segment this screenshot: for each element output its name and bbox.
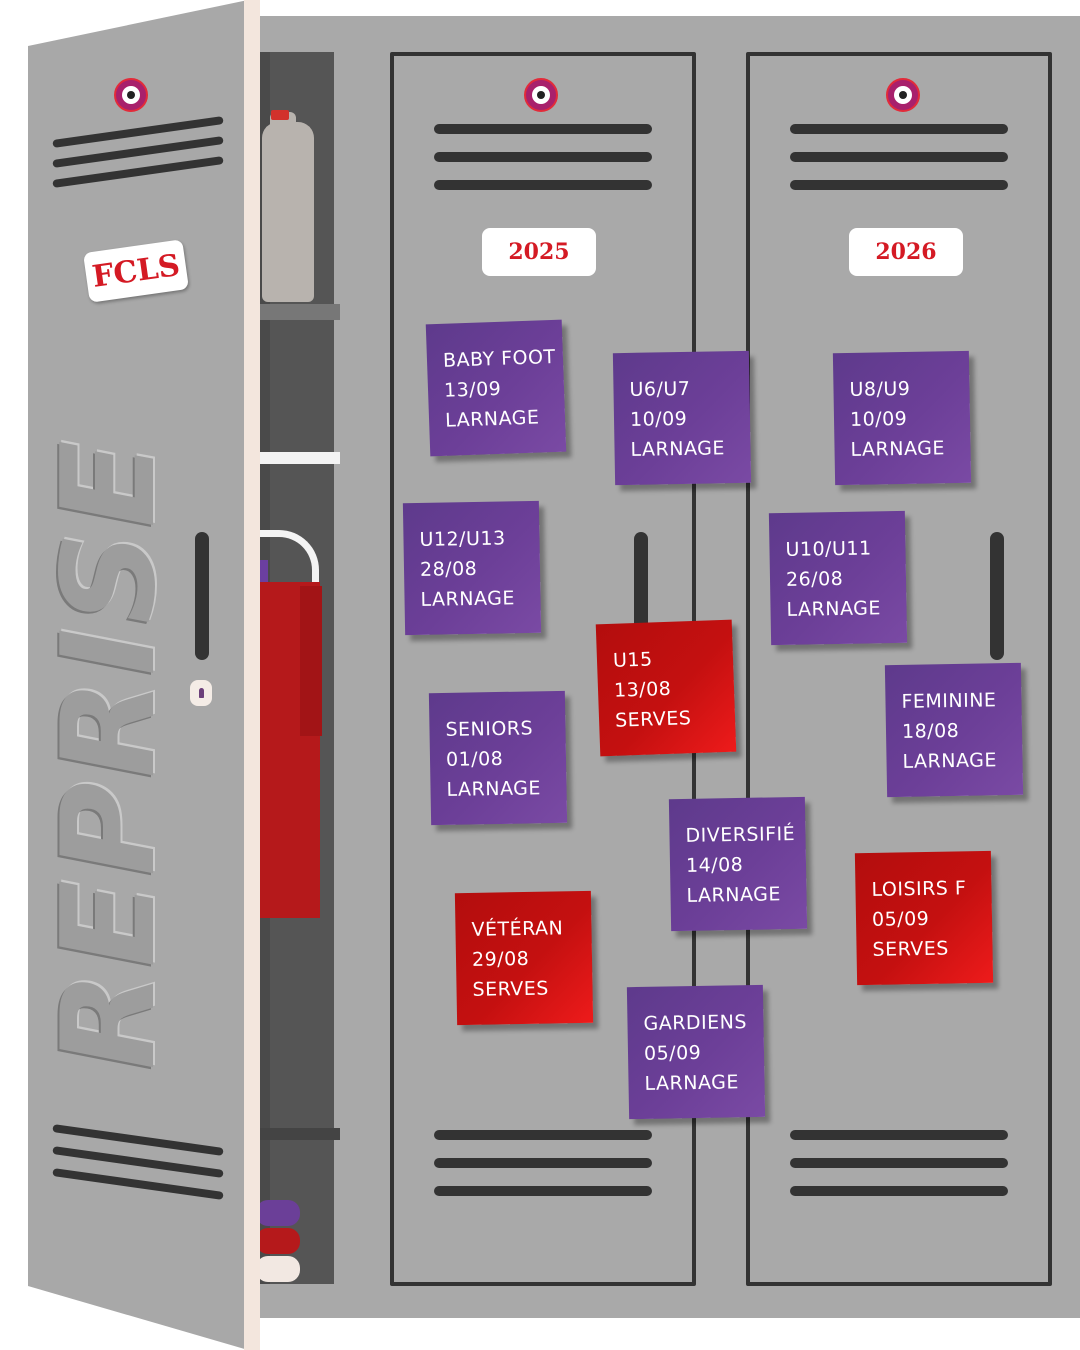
note-team: SENIORS bbox=[445, 717, 534, 741]
locker-vent bbox=[434, 152, 652, 162]
locker-vent bbox=[434, 180, 652, 190]
note-team: U10/U11 bbox=[785, 537, 872, 561]
note-team: VÉTÉRAN bbox=[471, 917, 564, 941]
note-date: 29/08 bbox=[471, 947, 530, 971]
note-location: LARNAGE bbox=[630, 437, 726, 461]
note-date: 13/08 bbox=[613, 677, 672, 702]
note-u12-u13: U12/U13 28/08 LARNAGE bbox=[402, 500, 542, 636]
note-team: FEMININE bbox=[901, 689, 997, 713]
note-u10-u11: U10/U11 26/08 LARNAGE bbox=[768, 510, 908, 646]
door-edge bbox=[244, 0, 260, 1350]
door-title: REPRISE bbox=[35, 436, 184, 1070]
note-gardiens: GARDIENS 05/09 LARNAGE bbox=[626, 984, 766, 1120]
note-u15: U15 13/08 SERVES bbox=[595, 619, 737, 757]
keyhole-icon bbox=[190, 680, 212, 706]
upper-shelf bbox=[258, 304, 340, 320]
note-location: LARNAGE bbox=[446, 777, 542, 801]
note-team: BABY FOOT bbox=[442, 345, 556, 372]
locker-vent bbox=[434, 1130, 652, 1140]
note-date: 05/09 bbox=[871, 907, 930, 931]
note-location: LARNAGE bbox=[902, 749, 998, 773]
note-date: 28/08 bbox=[419, 557, 478, 581]
note-date: 14/08 bbox=[685, 853, 744, 877]
locker-vent bbox=[790, 1158, 1008, 1168]
note-team: U12/U13 bbox=[419, 527, 506, 551]
note-diversifie: DIVERSIFIÉ 14/08 LARNAGE bbox=[668, 796, 808, 932]
note-location: SERVES bbox=[872, 937, 950, 961]
locker-vent bbox=[434, 124, 652, 134]
note-team: LOISIRS F bbox=[871, 877, 967, 901]
note-veteran: VÉTÉRAN 29/08 SERVES bbox=[454, 890, 594, 1026]
year-label-2025: 2025 bbox=[482, 228, 596, 276]
club-logo-icon bbox=[524, 78, 558, 112]
note-location: LARNAGE bbox=[420, 587, 516, 611]
locker-vent bbox=[790, 124, 1008, 134]
note-date: 05/09 bbox=[643, 1041, 702, 1065]
note-date: 10/09 bbox=[849, 407, 908, 431]
note-seniors: SENIORS 01/08 LARNAGE bbox=[428, 690, 568, 826]
locker-handle-icon[interactable] bbox=[990, 532, 1004, 660]
club-logo-icon bbox=[886, 78, 920, 112]
note-team: U8/U9 bbox=[849, 377, 911, 401]
note-team: GARDIENS bbox=[643, 1011, 748, 1035]
note-feminine: FEMININE 18/08 LARNAGE bbox=[884, 662, 1024, 798]
folded-shirt-white bbox=[256, 1256, 300, 1282]
jersey-collar bbox=[258, 560, 268, 586]
note-team: U15 bbox=[612, 648, 653, 672]
note-location: SERVES bbox=[614, 707, 692, 732]
locker-vent bbox=[434, 1186, 652, 1196]
folded-shirt-purple bbox=[256, 1200, 300, 1226]
note-location: LARNAGE bbox=[786, 597, 882, 621]
water-bottle-icon bbox=[262, 122, 314, 302]
locker-vent bbox=[434, 1158, 652, 1168]
note-loisirs-f: LOISIRS F 05/09 SERVES bbox=[854, 850, 994, 986]
note-baby-foot: BABY FOOT 13/09 LARNAGE bbox=[425, 319, 567, 457]
note-u8-u9: U8/U9 10/09 LARNAGE bbox=[832, 350, 972, 486]
note-u6-u7: U6/U7 10/09 LARNAGE bbox=[612, 350, 752, 486]
locker-door[interactable] bbox=[28, 0, 248, 1350]
note-location: LARNAGE bbox=[686, 883, 782, 907]
locker-vent bbox=[790, 1186, 1008, 1196]
lower-shelf bbox=[258, 1128, 340, 1140]
note-date: 26/08 bbox=[785, 567, 844, 591]
note-date: 10/09 bbox=[629, 407, 688, 431]
club-logo-icon bbox=[114, 78, 148, 112]
note-location: LARNAGE bbox=[644, 1071, 740, 1095]
locker-vent bbox=[790, 152, 1008, 162]
locker-vent bbox=[790, 180, 1008, 190]
note-location: LARNAGE bbox=[850, 437, 946, 461]
hanging-rod bbox=[258, 452, 340, 464]
note-date: 18/08 bbox=[901, 719, 960, 743]
locker-2026 bbox=[746, 52, 1052, 1286]
locker-vent bbox=[790, 1130, 1008, 1140]
note-team: U6/U7 bbox=[629, 377, 691, 401]
note-location: SERVES bbox=[472, 977, 550, 1001]
note-team: DIVERSIFIÉ bbox=[685, 823, 796, 847]
note-location: LARNAGE bbox=[444, 406, 540, 432]
water-bottle-cap bbox=[271, 110, 289, 120]
door-handle-icon[interactable] bbox=[195, 532, 209, 660]
jersey-sleeve bbox=[300, 586, 322, 736]
hanger-icon bbox=[256, 530, 319, 607]
note-date: 13/09 bbox=[443, 377, 502, 402]
folded-shirt-red bbox=[256, 1228, 300, 1254]
year-label-2026: 2026 bbox=[849, 228, 963, 276]
note-date: 01/08 bbox=[445, 747, 504, 771]
